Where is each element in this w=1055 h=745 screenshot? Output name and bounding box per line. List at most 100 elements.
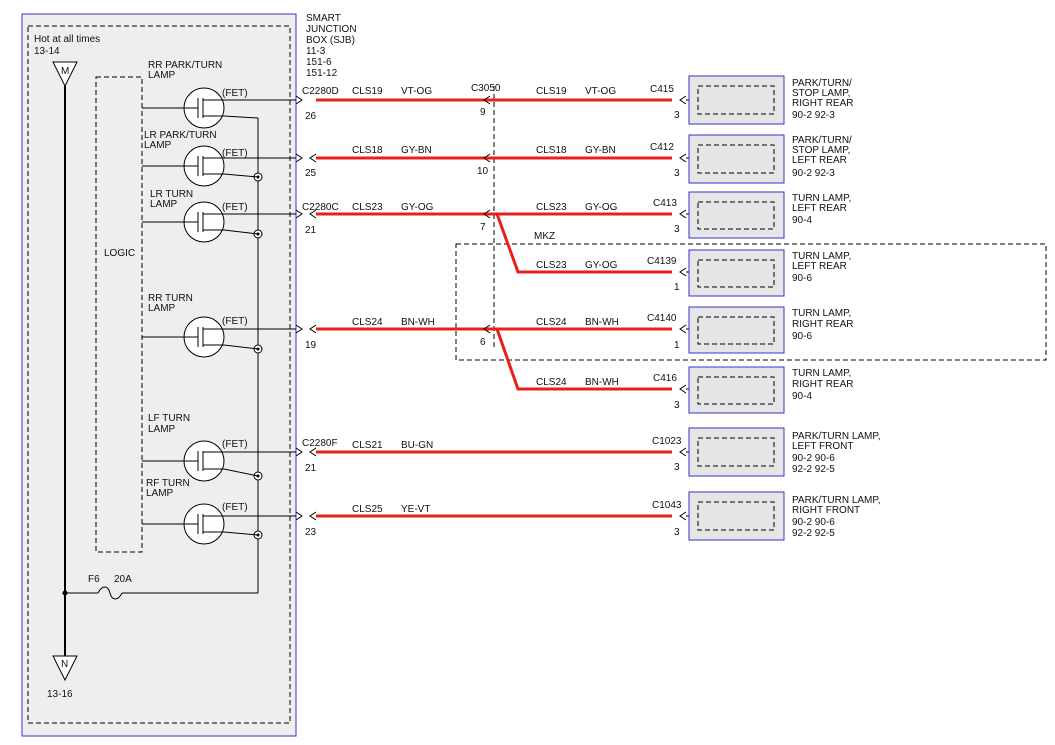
fet-output-lf-turn: LF TURN LAMP (FET) — [142, 413, 296, 482]
circuit-id: CLS24 — [536, 377, 567, 388]
c3050-pin: 10 — [477, 166, 489, 177]
pin-number: 19 — [305, 340, 317, 351]
lamp-inner — [697, 259, 775, 288]
fuse-label: F6 — [88, 574, 100, 585]
lamp-name: PARK/TURN/ — [792, 78, 852, 89]
lamp-name: PARK/TURN LAMP, — [792, 431, 881, 442]
sjb-title-2: JUNCTION — [306, 24, 357, 35]
lamp-name: STOP LAMP, — [792, 88, 850, 99]
output-label: LR PARK/TURN — [144, 130, 217, 141]
fet-output-rr-turn: RR TURN LAMP (FET) — [142, 293, 296, 358]
lamp-ref: 90-2 90-6 — [792, 517, 835, 528]
output-arrow-6 — [295, 511, 303, 521]
fet-symbol — [142, 156, 296, 178]
wire-color: YE-VT — [401, 504, 430, 515]
lamp-ref: 92-2 92-5 — [792, 464, 835, 475]
lamp-arrow — [679, 447, 687, 457]
wire-color: GY-OG — [585, 202, 618, 213]
output-arrow-4 — [295, 324, 303, 334]
lamp-c4139: C4139 1 TURN LAMP, LEFT REAR 90-6 — [647, 249, 851, 297]
output-arrow-5 — [295, 447, 303, 457]
output-label: LAMP — [150, 199, 178, 210]
lamp-ref: 90-4 — [792, 391, 812, 402]
lamp-pin: 3 — [674, 400, 680, 411]
lamp-c1043: C1043 3 PARK/TURN LAMP, RIGHT FRONT 90-2… — [652, 491, 881, 541]
lamp-c413: C413 3 TURN LAMP, LEFT REAR 90-4 — [653, 191, 851, 239]
connector-c2280c: C2280C — [302, 202, 339, 213]
lamp-connector: C4139 — [647, 256, 677, 267]
lamp-box — [688, 306, 785, 354]
lamp-inner — [697, 85, 775, 115]
lamp-name: PARK/TURN LAMP, — [792, 495, 881, 506]
sjb-title-4: 11-3 — [306, 46, 326, 57]
lamp-c415: C415 3 PARK/TURN/ STOP LAMP, RIGHT REAR … — [650, 75, 854, 125]
output-arrow-3 — [295, 209, 303, 219]
lamp-pin: 3 — [674, 110, 680, 121]
circuit-id: CLS18 — [536, 145, 567, 156]
sjb-title-6: 151-12 — [306, 68, 338, 79]
lamp-name: RIGHT FRONT — [792, 505, 860, 516]
c3050-arrow — [483, 324, 491, 334]
fet-output-rf-turn: RF TURN LAMP (FET) — [142, 478, 296, 545]
output-label: LAMP — [148, 303, 176, 314]
lamp-box — [688, 491, 785, 541]
fet-label: (FET) — [222, 439, 248, 450]
fet-output-rr-park-turn: RR PARK/TURN LAMP (FET) — [142, 60, 296, 129]
lamp-arrow — [679, 384, 687, 394]
connector-c3050: C3050 — [471, 83, 501, 94]
output-label: LAMP — [146, 488, 174, 499]
lamp-name: TURN LAMP, — [792, 368, 851, 379]
c3050-arrow — [483, 153, 491, 163]
wire-arrow — [309, 324, 317, 334]
lamp-pin: 3 — [674, 462, 680, 473]
lamp-ref: 90-4 — [792, 215, 812, 226]
circuit-id: CLS19 — [536, 86, 567, 97]
lamp-inner — [697, 437, 775, 467]
lamp-ref: 90-6 — [792, 273, 812, 284]
bottom-ref: 13-16 — [47, 689, 73, 700]
lamp-name: PARK/TURN/ — [792, 135, 852, 146]
fet-symbol — [142, 451, 296, 477]
sjb-dashed-outline — [27, 25, 291, 724]
fuse-rating: 20A — [114, 574, 132, 585]
output-label: LR TURN — [150, 189, 193, 200]
lamp-pin: 1 — [674, 282, 680, 293]
lamp-box — [688, 134, 785, 184]
lamp-ref: 90-2 92-3 — [792, 168, 835, 179]
bottom-connector-triangle — [52, 655, 78, 682]
wire-color: GY-OG — [585, 260, 618, 271]
circuit-id: CLS19 — [352, 86, 383, 97]
c3050-arrow — [483, 209, 491, 219]
lamp-pin: 1 — [674, 340, 680, 351]
pin-number: 21 — [305, 463, 317, 474]
lamp-inner — [697, 376, 775, 405]
wire-color: GY-BN — [585, 145, 616, 156]
wire-color: BN-WH — [585, 377, 619, 388]
lamp-c416: C416 3 TURN LAMP, RIGHT REAR 90-4 — [653, 366, 854, 414]
wire-arrow — [309, 209, 317, 219]
lamp-name: RIGHT REAR — [792, 98, 854, 109]
lamp-connector: C1023 — [652, 436, 682, 447]
lamp-ref: 90-2 92-3 — [792, 110, 835, 121]
lamp-connector: C415 — [650, 84, 674, 95]
lamp-name: TURN LAMP, — [792, 251, 851, 262]
lamp-pin: 3 — [674, 527, 680, 538]
fet-symbol — [142, 212, 296, 235]
wire-arrow — [309, 511, 317, 521]
output-label: RF TURN — [146, 478, 190, 489]
lamp-box — [688, 191, 785, 239]
wire-color: BN-WH — [401, 317, 435, 328]
connector-c2280d: C2280D — [302, 86, 339, 97]
wire-color: GY-OG — [401, 202, 434, 213]
connector-c2280f: C2280F — [302, 438, 338, 449]
circuit-id: CLS23 — [352, 202, 383, 213]
output-label: LF TURN — [148, 413, 190, 424]
lamp-box — [688, 366, 785, 414]
lamp-inner — [697, 201, 775, 230]
lamp-c1023: C1023 3 PARK/TURN LAMP, LEFT FRONT 90-2 … — [652, 427, 881, 477]
lamp-name: TURN LAMP, — [792, 193, 851, 204]
c3050-pin: 7 — [480, 222, 486, 233]
circuit-id: CLS24 — [352, 317, 383, 328]
circuit-id: CLS23 — [536, 202, 567, 213]
lamp-name: RIGHT REAR — [792, 319, 854, 330]
